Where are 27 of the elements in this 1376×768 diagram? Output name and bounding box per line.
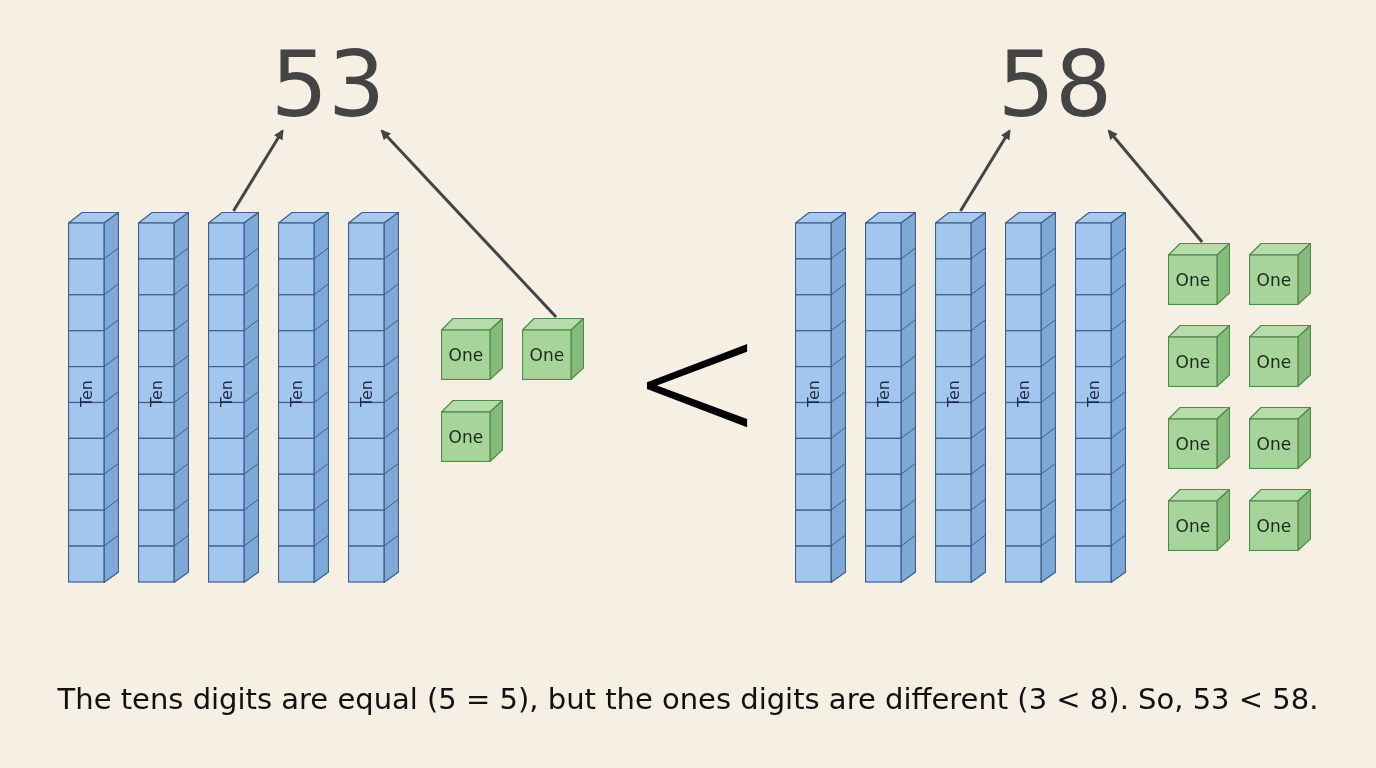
cube-label: One [1175, 516, 1211, 536]
cube-label: One [448, 427, 484, 447]
rod-label: Ten [217, 380, 236, 408]
rod-label: Ten [1014, 380, 1033, 408]
cube-label: One [529, 345, 565, 365]
number-label: 58 [995, 42, 1115, 130]
number-label: 53 [268, 42, 388, 130]
rod-label: Ten [287, 380, 306, 408]
rod-label: Ten [357, 380, 376, 408]
cube-label: One [448, 345, 484, 365]
cube-label: One [1256, 352, 1292, 372]
less-than-sign: < [630, 296, 765, 464]
cube-label: One [1256, 516, 1292, 536]
cube-label: One [1175, 352, 1211, 372]
cube-label: One [1256, 270, 1292, 290]
cube-label: One [1175, 434, 1211, 454]
arrow [232, 129, 284, 212]
cube-label: One [1175, 270, 1211, 290]
rod-label: Ten [804, 380, 823, 408]
rod-label: Ten [147, 380, 166, 408]
rod-label: Ten [1084, 380, 1103, 408]
cube-label: One [1256, 434, 1292, 454]
caption: The tens digits are equal (5 = 5), but the ones digits are different (3 < 8). So, 53 < 58. [56, 682, 1320, 716]
rod-label: Ten [77, 380, 96, 408]
rod-label: Ten [874, 380, 893, 408]
arrow [959, 129, 1011, 212]
rod-label: Ten [944, 380, 963, 408]
